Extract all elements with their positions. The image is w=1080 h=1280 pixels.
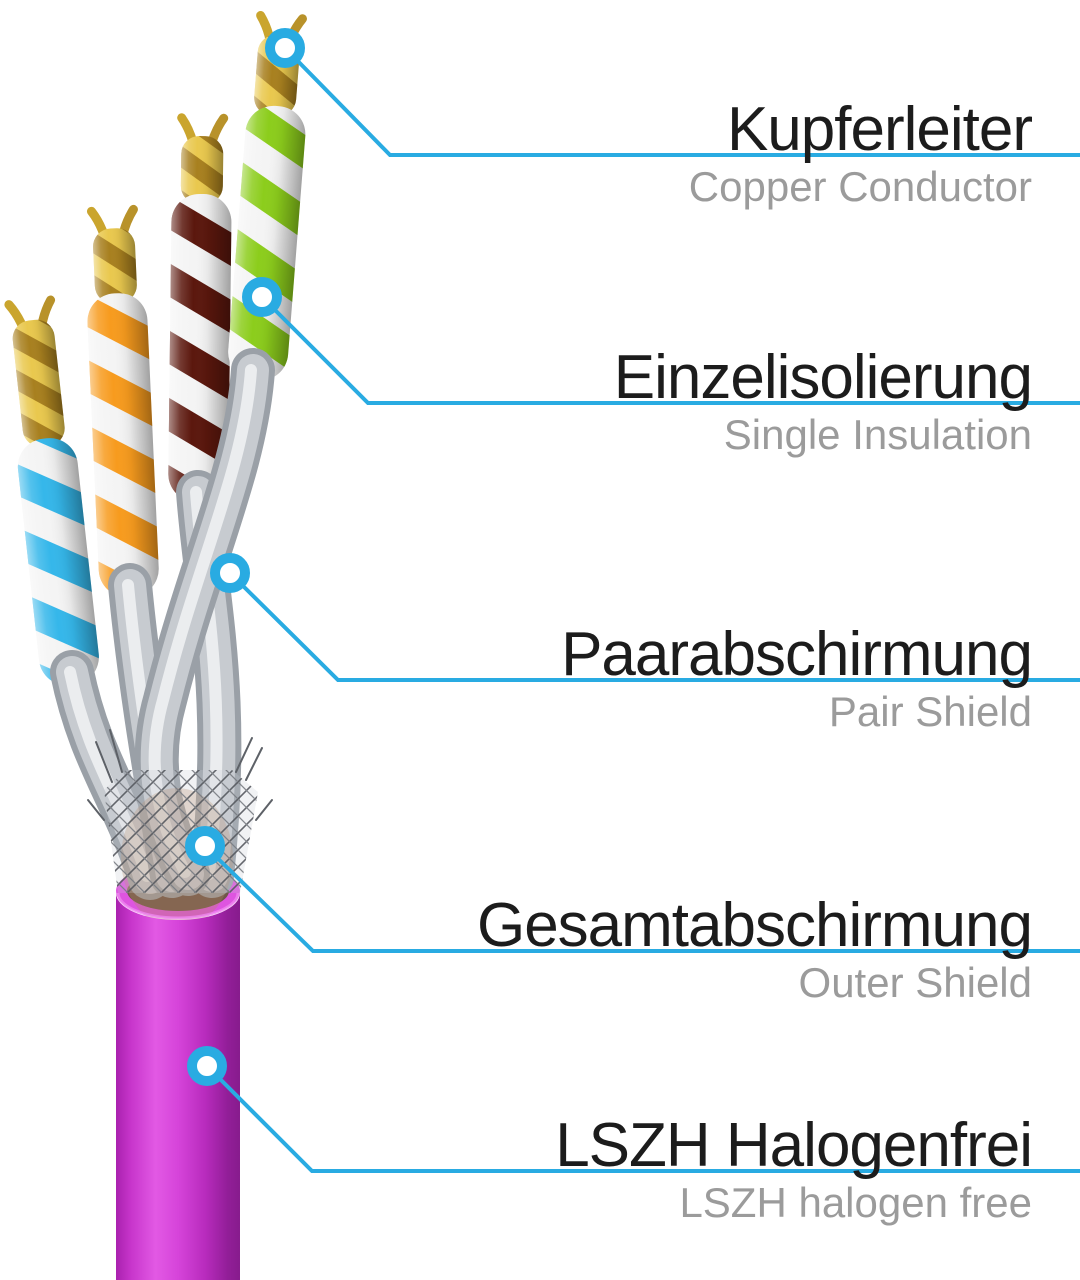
mesh-stray-wires <box>87 729 273 821</box>
twisted-pair-green <box>228 10 307 381</box>
cable-jacket <box>116 892 240 1280</box>
callout-marker-icon <box>187 1046 227 1086</box>
label-pair-shield: Paarabschirmung Pair Shield <box>561 620 1033 735</box>
callout-outer-shield <box>185 826 1080 953</box>
callout-marker-icon <box>265 28 305 68</box>
label-en: Single Insulation <box>723 411 1032 458</box>
callout-marker-icon <box>210 553 250 593</box>
label-de: Einzelisolierung <box>613 343 1033 412</box>
label-copper-conductor: Kupferleiter Copper Conductor <box>688 95 1033 210</box>
label-lszh: LSZH Halogenfrei LSZH halogen free <box>555 1111 1033 1226</box>
twisted-pair-blue <box>4 295 99 686</box>
label-en: Pair Shield <box>828 688 1032 735</box>
label-single-insulation: Einzelisolierung Single Insulation <box>613 343 1033 458</box>
twisted-pair-brown <box>168 113 232 503</box>
twisted-pair-orange <box>86 204 159 598</box>
label-de: Gesamtabschirmung <box>476 891 1033 960</box>
label-outer-shield: Gesamtabschirmung Outer Shield <box>476 891 1033 1006</box>
copper-conductor-tip-icon <box>86 204 138 304</box>
label-de: Kupferleiter <box>726 95 1033 164</box>
callout-lszh <box>187 1046 1080 1173</box>
callouts <box>185 28 1080 1173</box>
callout-pair-shield <box>210 553 1080 682</box>
callout-marker-icon <box>185 826 225 866</box>
label-en: Copper Conductor <box>688 163 1032 210</box>
label-en: Outer Shield <box>798 959 1032 1006</box>
label-en: LSZH halogen free <box>679 1179 1032 1226</box>
callout-marker-icon <box>242 277 282 317</box>
callout-copper-conductor <box>265 28 1080 157</box>
label-de: LSZH Halogenfrei <box>555 1111 1033 1180</box>
label-de: Paarabschirmung <box>561 620 1033 689</box>
copper-conductor-tip-icon <box>4 295 65 447</box>
callout-single-insulation <box>242 277 1080 405</box>
copper-conductor-tip-icon <box>177 113 229 205</box>
